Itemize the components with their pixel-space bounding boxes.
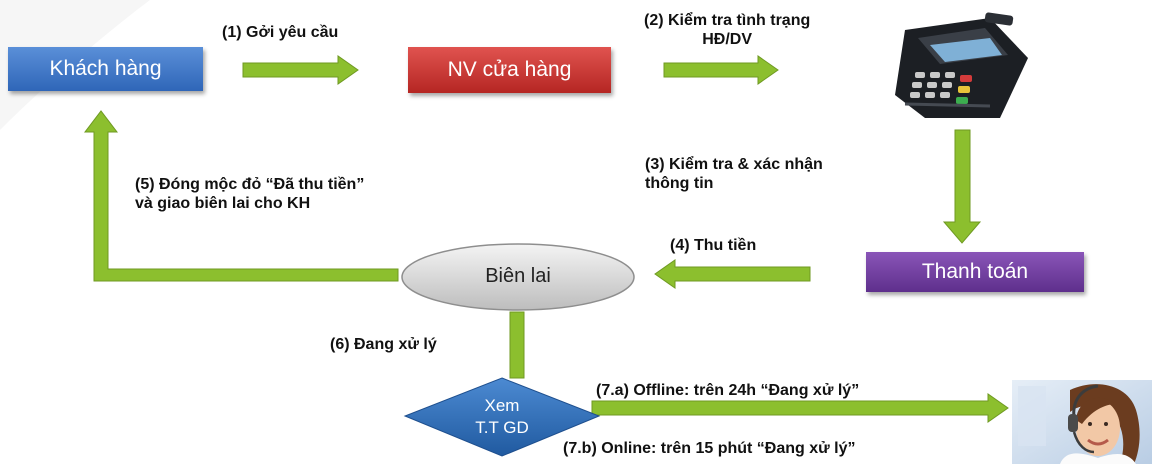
step-3-label: (3) Kiểm tra & xác nhận thông tin: [645, 155, 823, 193]
background-arc: [0, 0, 150, 130]
store-staff-node: NV cửa hàng: [408, 47, 611, 93]
step-2-label: (2) Kiểm tra tình trạng HĐ/DV: [644, 11, 810, 49]
step-5-label: (5) Đóng mộc đỏ “Đã thu tiền” và giao bi…: [135, 175, 364, 213]
step-7b-label: (7.b) Online: trên 15 phút “Đang xử lý”: [563, 440, 856, 457]
step-6-label: (6) Đang xử lý: [330, 336, 437, 353]
arrow-collect-money: [654, 259, 811, 289]
arrow-check-status: [663, 55, 779, 85]
step-1-label: (1) Gởi yêu cầu: [222, 24, 339, 41]
step-7a-label: (7.a) Offline: trên 24h “Đang xử lý”: [596, 382, 860, 399]
payment-node: Thanh toán: [866, 252, 1084, 292]
connector-processing: [509, 311, 525, 379]
step-3-line2: thông tin: [645, 175, 714, 192]
customer-node: Khách hàng: [8, 47, 203, 91]
arrow-send-request: [242, 55, 359, 85]
step-2-line1: (2) Kiểm tra tình trạng: [644, 12, 811, 29]
payment-label: Thanh toán: [921, 260, 1029, 283]
step-2-line2: HĐ/DV: [702, 31, 752, 48]
check-label-line2: T.T GD: [475, 418, 529, 437]
arrow-verify-info: [942, 129, 982, 244]
arrow-stamp-receipt: [83, 110, 399, 282]
receipt-label: Biên lai: [485, 265, 551, 287]
arrow-processing-time: [591, 393, 1009, 423]
check-transaction-node: [403, 377, 601, 457]
pos-terminal-icon: [895, 12, 1028, 118]
step-4-label: (4) Thu tiền: [670, 237, 757, 254]
receipt-node: [401, 243, 635, 311]
step-3-line1: (3) Kiểm tra & xác nhận: [645, 156, 823, 173]
check-transaction-label: Xem T.T GD: [452, 395, 552, 439]
support-agent-icon: [1012, 380, 1152, 464]
store-staff-label: NV cửa hàng: [447, 58, 572, 81]
check-label-line1: Xem: [484, 396, 520, 415]
customer-label: Khách hàng: [49, 57, 162, 80]
step-5-line2: và giao biên lai cho KH: [135, 195, 311, 212]
step-5-line1: (5) Đóng mộc đỏ “Đã thu tiền”: [135, 176, 365, 193]
